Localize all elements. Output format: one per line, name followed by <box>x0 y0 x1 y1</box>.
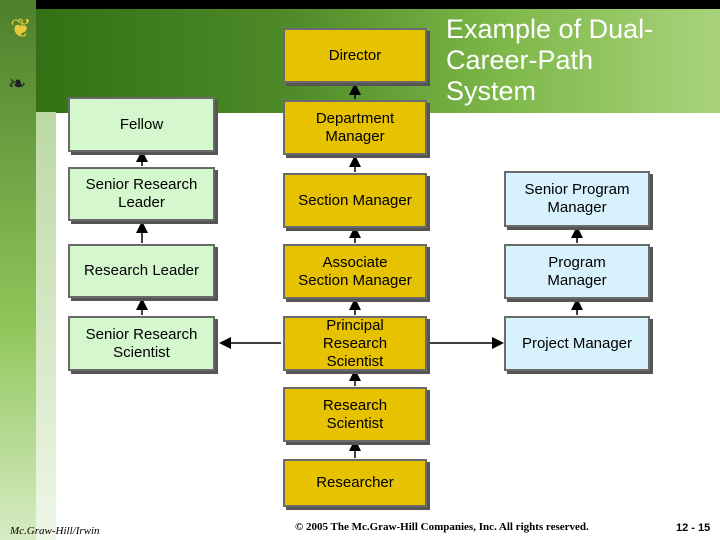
box-section-manager: Section Manager <box>283 173 427 228</box>
box-director: Director <box>283 28 427 83</box>
left-band-inner <box>36 112 56 540</box>
box-project-manager: Project Manager <box>504 316 650 371</box>
slide-title: Example of Dual- Career-Path System <box>446 14 654 106</box>
top-bar <box>0 0 720 9</box>
footer-publisher: Mc.Graw-Hill/Irwin <box>10 525 100 537</box>
box-principal-research-scientist: Principal Research Scientist <box>283 316 427 371</box>
leaf-icon: ❦ <box>10 14 32 44</box>
box-senior-research-leader: Senior Research Leader <box>68 167 215 221</box>
box-research-leader: Research Leader <box>68 244 215 298</box>
box-associate-section-manager: Associate Section Manager <box>283 244 427 299</box>
box-researcher: Researcher <box>283 459 427 507</box>
left-band <box>0 0 36 540</box>
slide-number: 12 - 15 <box>676 522 711 534</box>
box-fellow: Fellow <box>68 97 215 152</box>
footer-copyright: © 2005 The Mc.Graw-Hill Companies, Inc. … <box>295 521 589 533</box>
box-senior-program-manager: Senior Program Manager <box>504 171 650 227</box>
box-research-scientist: Research Scientist <box>283 387 427 442</box>
leaf-icon: ❧ <box>8 72 27 97</box>
box-senior-research-scientist: Senior Research Scientist <box>68 316 215 371</box>
box-department-manager: Department Manager <box>283 100 427 155</box>
box-program-manager: Program Manager <box>504 244 650 299</box>
